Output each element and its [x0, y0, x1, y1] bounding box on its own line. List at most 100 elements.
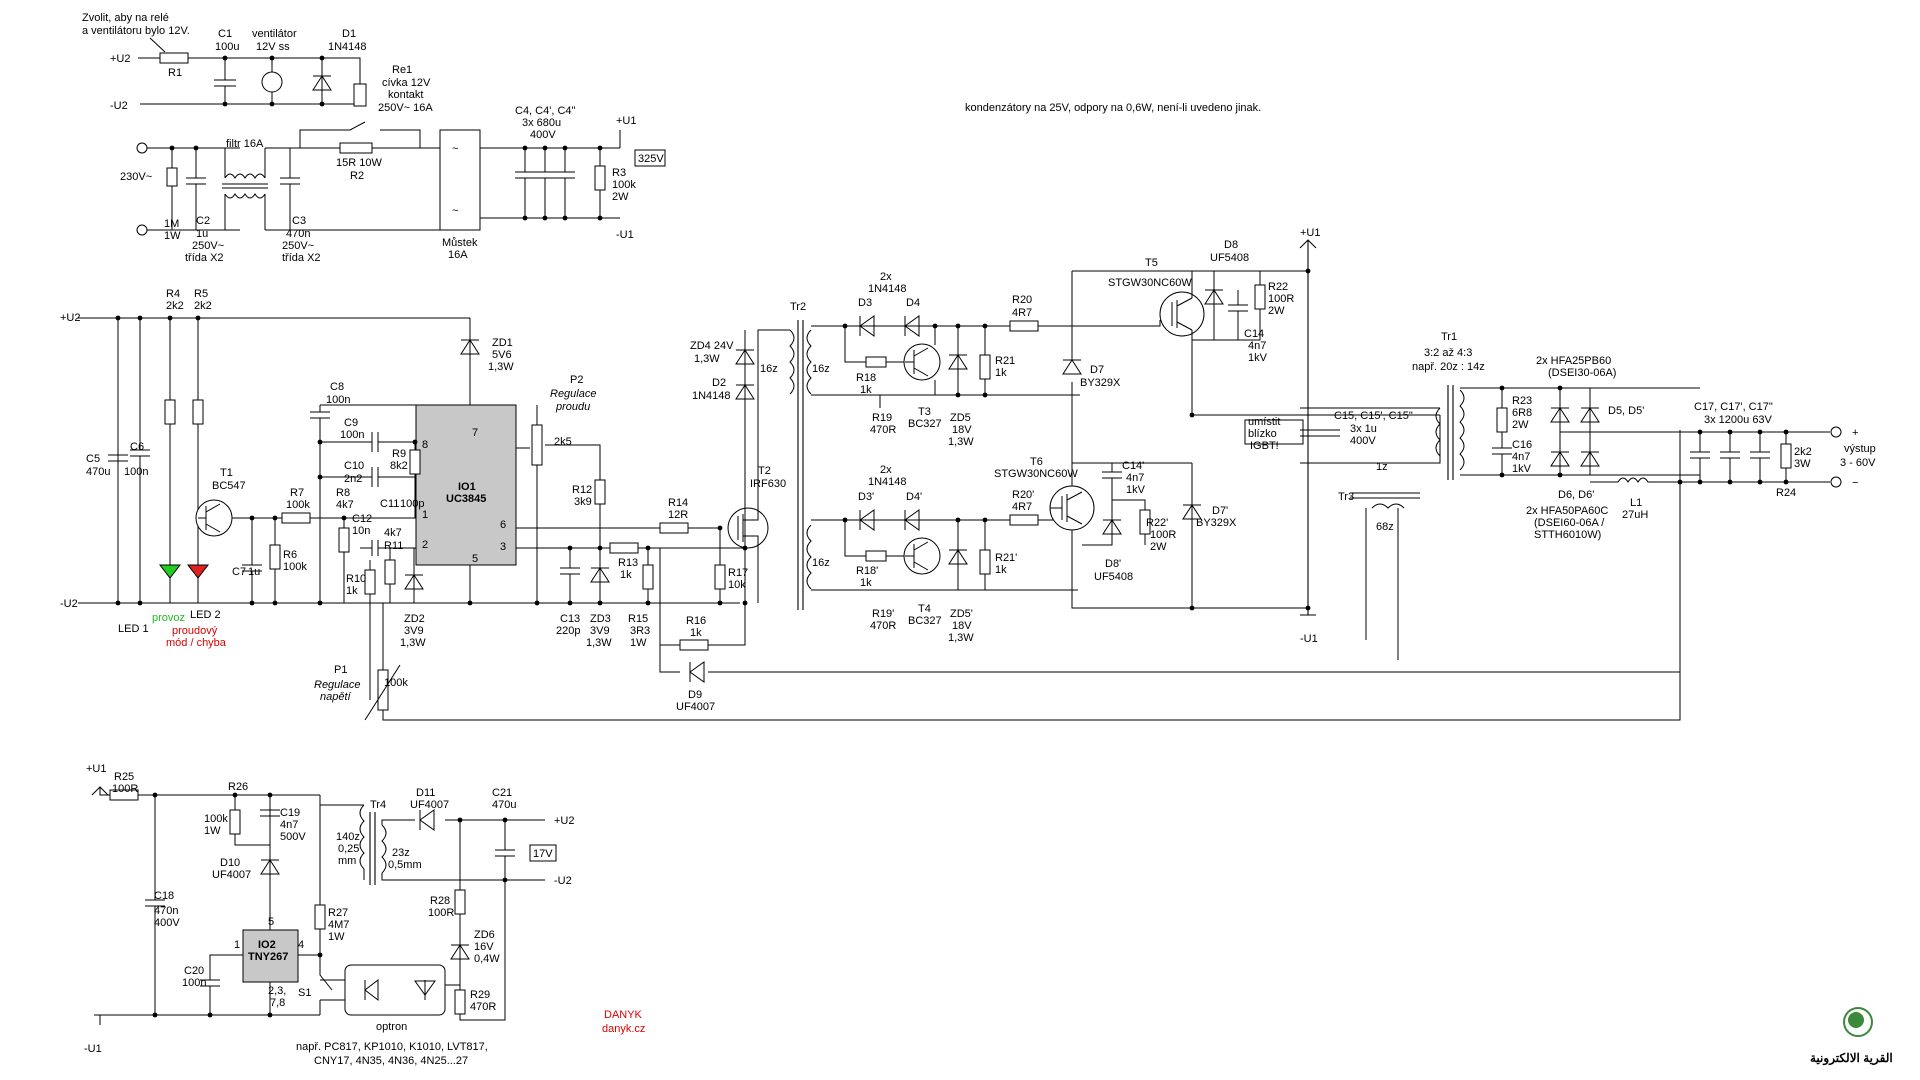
inductor-l1 — [1560, 431, 1680, 483]
net-u1-minus-top: -U1 — [616, 229, 634, 241]
svg-text:S1: S1 — [298, 987, 311, 999]
provoz-label: provoz — [152, 612, 185, 624]
svg-text:Můstek: Můstek — [442, 237, 478, 249]
svg-text:R29: R29 — [470, 989, 490, 1001]
svg-text:4M7: 4M7 — [328, 919, 349, 931]
filter-choke — [222, 173, 268, 199]
svg-text:100R: 100R — [112, 783, 138, 795]
svg-text:100R: 100R — [428, 907, 454, 919]
svg-text:LED 2: LED 2 — [190, 609, 221, 621]
svg-text:470R: 470R — [870, 424, 896, 436]
svg-text:napětí: napětí — [320, 691, 352, 703]
svg-text:T3: T3 — [918, 406, 931, 418]
svg-text:D4': D4' — [906, 491, 922, 503]
svg-text:2x HFA50PA60C: 2x HFA50PA60C — [1526, 505, 1608, 517]
resistor-r12 — [594, 479, 606, 505]
svg-text:C14: C14 — [1244, 328, 1264, 340]
svg-text:IO1: IO1 — [458, 481, 476, 493]
tr1-secondary — [1459, 389, 1465, 471]
svg-text:18V: 18V — [952, 424, 972, 436]
fan-motor — [261, 71, 283, 93]
resistor-r22 — [1254, 284, 1266, 310]
svg-text:250V~: 250V~ — [192, 240, 224, 252]
ic-tny267 — [242, 929, 299, 983]
zener-zd4-d2 — [735, 330, 755, 408]
svg-text:1: 1 — [234, 939, 240, 951]
svg-text:23z: 23z — [392, 847, 410, 859]
svg-text:D5, D5': D5, D5' — [1608, 405, 1644, 417]
resistor-r5 — [192, 399, 204, 425]
svg-text:16V: 16V — [474, 941, 494, 953]
svg-text:UF4007: UF4007 — [212, 869, 251, 881]
relay-coil — [353, 83, 367, 107]
svg-text:BC327: BC327 — [908, 418, 942, 430]
svg-text:C3: C3 — [292, 215, 306, 227]
svg-text:100R: 100R — [1150, 529, 1176, 541]
svg-text:400V: 400V — [1350, 435, 1376, 447]
svg-text:T1: T1 — [220, 467, 233, 479]
resistor-r20 — [1009, 320, 1039, 332]
switch-s1[interactable] — [319, 955, 333, 1015]
svg-text:2x: 2x — [880, 271, 892, 283]
svg-text:Tr4: Tr4 — [370, 799, 386, 811]
diode-d10 — [260, 845, 280, 910]
resistor-r24 — [1780, 443, 1792, 469]
svg-text:C5: C5 — [86, 453, 100, 465]
resistor-r17 — [714, 564, 726, 590]
svg-text:C14': C14' — [1122, 460, 1144, 472]
svg-text:R23: R23 — [1512, 395, 1532, 407]
svg-text:1kV: 1kV — [1248, 352, 1268, 364]
svg-text:100u: 100u — [215, 41, 239, 53]
svg-text:~: ~ — [452, 205, 458, 217]
mains-label: 230V~ — [120, 171, 152, 183]
svg-text:100k: 100k — [286, 499, 310, 511]
svg-text:C9: C9 — [344, 417, 358, 429]
svg-text:kontakt: kontakt — [388, 89, 423, 101]
diode-d7 — [1062, 359, 1082, 375]
svg-text:3 - 60V: 3 - 60V — [1840, 457, 1876, 469]
svg-text:D11: D11 — [416, 787, 435, 799]
svg-text:cívka 12V: cívka 12V — [382, 77, 431, 89]
igbt-t5 — [1159, 291, 1205, 337]
net-u2-plus-aux: +U2 — [554, 815, 575, 827]
svg-text:16z: 16z — [812, 363, 830, 375]
svg-text:2: 2 — [422, 539, 428, 551]
svg-text:8k2: 8k2 — [390, 460, 408, 472]
svg-text:Regulace: Regulace — [314, 679, 360, 691]
resistor-r2 — [339, 142, 373, 154]
svg-text:3R3: 3R3 — [630, 625, 650, 637]
diode-d11 — [419, 809, 435, 831]
svg-text:2W: 2W — [1512, 419, 1529, 431]
svg-text:3: 3 — [500, 541, 506, 553]
resistor-r26 — [229, 809, 241, 835]
svg-text:T5: T5 — [1145, 257, 1158, 269]
svg-text:C15, C15', C15": C15, C15', C15" — [1334, 410, 1413, 422]
resistor-r11 — [384, 559, 396, 585]
svg-text:R10: R10 — [346, 573, 366, 585]
svg-text:1k: 1k — [995, 367, 1007, 379]
resistor-r21 — [979, 354, 991, 380]
svg-text:optron: optron — [376, 1021, 407, 1033]
svg-text:1u: 1u — [196, 228, 208, 240]
resistor-r14 — [659, 522, 689, 534]
svg-text:BY329X: BY329X — [1196, 517, 1237, 529]
svg-text:3x 680u: 3x 680u — [522, 117, 561, 129]
svg-text:R12: R12 — [572, 484, 592, 496]
svg-text:C6: C6 — [130, 441, 144, 453]
svg-text:100n: 100n — [124, 466, 148, 478]
net-u2-plus-main: +U2 — [60, 312, 81, 324]
svg-text:1W: 1W — [204, 825, 221, 837]
svg-text:4k7: 4k7 — [336, 499, 354, 511]
svg-text:3x 1u: 3x 1u — [1350, 423, 1377, 435]
svg-text:3V9: 3V9 — [404, 625, 424, 637]
resistor-r8 — [338, 527, 350, 553]
relay-note-line-2: a ventilátoru bylo 12V. — [82, 25, 190, 37]
site-logo: القرية الالكترونية — [1810, 1007, 1893, 1066]
svg-text:STTH6010W): STTH6010W) — [1534, 529, 1601, 541]
svg-text:ZD4 24V: ZD4 24V — [690, 340, 734, 352]
svg-text:250V~ 16A: 250V~ 16A — [378, 102, 433, 114]
svg-text:C20: C20 — [184, 965, 204, 977]
svg-text:1k: 1k — [995, 564, 1007, 576]
svg-text:1,3W: 1,3W — [488, 361, 514, 373]
svg-text:Tr2: Tr2 — [790, 301, 806, 313]
